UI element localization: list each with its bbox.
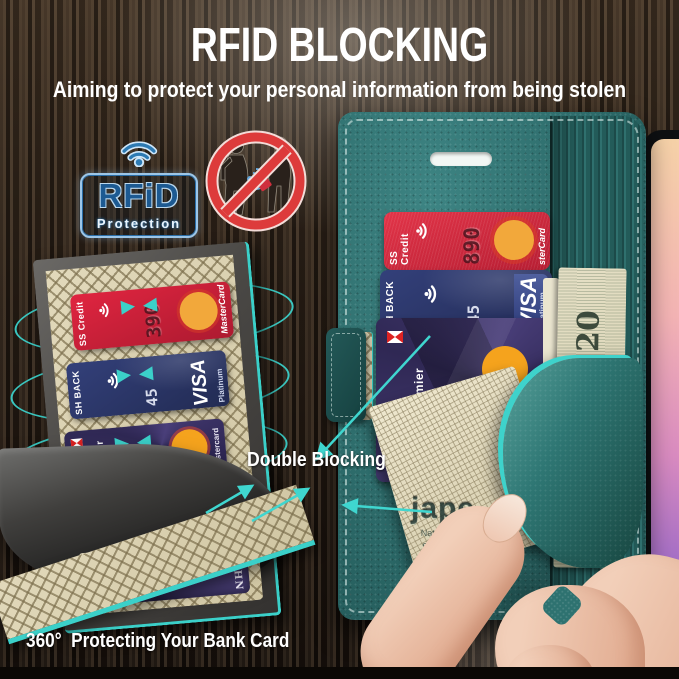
contactless-icon bbox=[107, 372, 119, 389]
prohibition-ring bbox=[205, 130, 307, 232]
mastercard-logo bbox=[494, 220, 534, 260]
rfid-protection-badge: RFiD Protection bbox=[80, 139, 198, 238]
bottom-caption: 360° Protecting Your Bank Card bbox=[26, 630, 290, 652]
peeled-leather-corner bbox=[503, 358, 643, 568]
clasp-stitching bbox=[331, 333, 361, 417]
rfid-badge-sub: Protection bbox=[96, 216, 182, 231]
stolen-card bbox=[258, 178, 272, 192]
rfid-badge-frame: RFiD Protection bbox=[80, 173, 198, 238]
bottom-edge-bar bbox=[0, 667, 679, 679]
mesh-card-navy: SH BACK 45 VISA Platinum bbox=[65, 349, 231, 420]
phone bbox=[642, 130, 679, 614]
rfid-mesh-diagram: SS Credit 390 MasterCard SH BACK 45 VISA… bbox=[0, 235, 316, 672]
hsbc-logo bbox=[387, 331, 403, 343]
wifi-icon bbox=[120, 141, 158, 168]
no-pickpocket-icon bbox=[205, 130, 307, 232]
rfid-badge-word: RFiD bbox=[98, 177, 180, 214]
contactless-icon bbox=[416, 223, 427, 239]
case-viewing-slot bbox=[430, 152, 492, 166]
page-subtitle: Aiming to protect your personal informat… bbox=[52, 77, 627, 102]
phone-screen bbox=[651, 139, 679, 605]
mesh-card-red: SS Credit 390 MasterCard bbox=[69, 281, 235, 351]
double-blocking-label: Double Blocking bbox=[247, 449, 386, 471]
credit-card-red: SS Credit 890 sterCard bbox=[384, 212, 550, 270]
contactless-icon bbox=[99, 303, 109, 318]
contactless-icon bbox=[424, 285, 437, 303]
page-title: RFID BLOCKING bbox=[190, 19, 489, 72]
magnetic-clasp bbox=[326, 328, 366, 422]
